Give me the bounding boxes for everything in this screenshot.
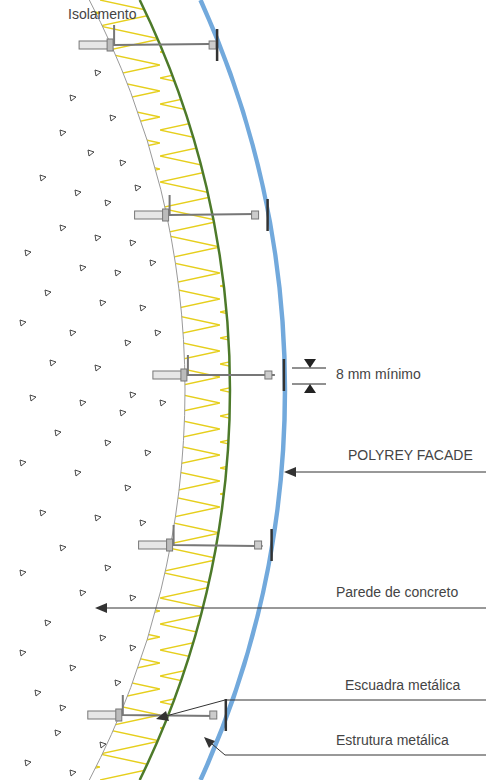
bracket-assemblies [79, 25, 284, 731]
part-label: Escuadra metálica [345, 677, 460, 694]
insulation-band [89, 0, 230, 780]
dimension-mark [292, 359, 326, 393]
facade-panel [201, 0, 285, 780]
part-label: Estrutura metálica [336, 732, 449, 749]
material-label: Parede de concreto [336, 584, 458, 601]
product-label: POLYREY FACADE [348, 447, 473, 464]
material-label: Isolamento [68, 6, 136, 23]
dimension-label: 8 mm mínimo [336, 366, 421, 383]
concrete-face [89, 0, 185, 780]
membrane-line [140, 0, 230, 780]
leader-lines [95, 467, 486, 755]
